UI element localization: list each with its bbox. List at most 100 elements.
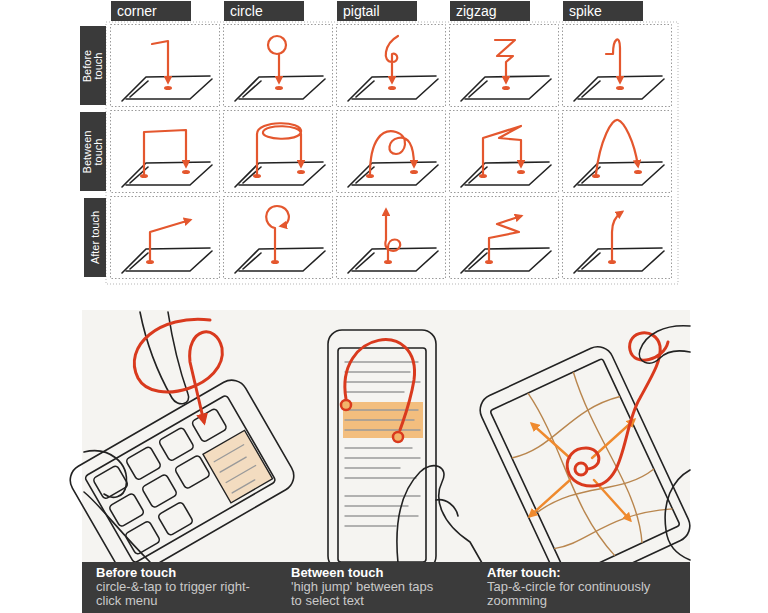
caption-text: 'high jump' between taps to select text [291, 580, 441, 608]
phone-sketch [64, 374, 299, 581]
gesture-cell [370, 131, 414, 174]
gesture-cell [385, 210, 400, 260]
caption-block: Between touch'high jump' between taps to… [291, 566, 441, 608]
header-text: zigzag [456, 1, 496, 21]
row-header: After touch [84, 198, 106, 277]
phone-sketch [64, 374, 299, 581]
gesture-cell [268, 36, 286, 54]
header-text: spike [569, 1, 602, 21]
gesture-cell [634, 170, 642, 174]
gesture-cell [150, 220, 190, 260]
hand-sketch [639, 326, 690, 363]
column-header: spike [563, 1, 643, 21]
gesture-cell [563, 111, 672, 193]
gesture-cell [450, 25, 559, 107]
gesture-cell [224, 111, 333, 193]
phone-sketch [191, 408, 227, 443]
gesture-cell [224, 197, 333, 279]
gesture-cell [450, 197, 559, 279]
hand-sketch [665, 470, 690, 560]
illustration-panel [82, 310, 690, 563]
phone-sketch [220, 457, 246, 472]
gesture-stroke [134, 319, 222, 422]
gesture-cell [122, 248, 212, 273]
gesture-cell [450, 197, 559, 279]
caption-text: circle-&-tap to trigger right-click menu [96, 580, 274, 608]
gesture-cell [606, 39, 620, 82]
phone-sketch [232, 480, 255, 493]
column-header: zigzag [450, 1, 530, 21]
gesture-cell [563, 197, 672, 279]
gesture-stroke [345, 340, 415, 430]
phone-sketch [528, 389, 615, 560]
gesture-cell [502, 86, 510, 90]
gesture-cell [450, 111, 559, 193]
gesture-cell [235, 248, 325, 273]
gesture-cell [164, 86, 172, 90]
gesture-cell [337, 25, 446, 107]
gesture-cell [386, 36, 398, 82]
phone-sketch [345, 361, 418, 362]
gesture-cell [144, 130, 186, 174]
caption-block: After touch:Tap-&-circle for continuousl… [487, 566, 657, 608]
gesture-cell [563, 111, 672, 193]
gesture-cell [612, 212, 622, 260]
gesture-cell [122, 162, 212, 187]
caption-heading: Before touch [96, 566, 274, 580]
phone-sketch [343, 402, 423, 438]
gesture-cell [224, 111, 333, 193]
gesture-cell [152, 41, 168, 82]
row-header: Between touch [80, 112, 106, 191]
header-text: Before touch [82, 38, 104, 94]
gesture-cell [574, 162, 664, 187]
gesture-cell [257, 123, 301, 174]
gesture-cell [111, 197, 220, 279]
gesture-stroke [575, 463, 587, 475]
gesture-cell [410, 170, 418, 174]
gesture-cell [450, 25, 559, 107]
gesture-cell [111, 111, 220, 193]
gesture-cell [450, 111, 559, 193]
gesture-cell [337, 197, 446, 279]
gesture-cell [596, 120, 638, 174]
row-header: Before touch [80, 26, 106, 105]
phone-sketch [345, 495, 420, 496]
gesture-cell [574, 248, 664, 273]
phone-sketch [345, 429, 420, 430]
phone-sketch [345, 371, 410, 372]
caption-heading: After touch: [487, 566, 657, 580]
zoom-arrows [530, 420, 634, 520]
phone-sketch [345, 525, 396, 526]
zoom-arrows [532, 424, 570, 458]
gesture-cell [337, 111, 446, 193]
phone-sketch [174, 455, 210, 490]
header-text: pigtail [343, 1, 380, 21]
gesture-cell [461, 162, 551, 187]
gesture-cell [337, 25, 446, 107]
column-header: pigtail [337, 1, 417, 21]
gesture-cell [616, 86, 624, 90]
caption-text: Tap-&-circle for continuously zoomming [487, 580, 657, 608]
gesture-stroke [134, 319, 222, 422]
phone-sketch [345, 505, 408, 506]
phone-sketch [141, 474, 177, 509]
gesture-cell [388, 86, 396, 90]
column-header: corner [111, 1, 191, 21]
gesture-stroke [341, 340, 415, 442]
gesture-cell [111, 197, 220, 279]
caption-block: Before touchcircle-&-tap to trigger righ… [96, 566, 274, 608]
hand-sketch [436, 500, 458, 516]
header-text: circle [230, 1, 263, 21]
hand-sketch [84, 451, 126, 498]
phone-sketch [157, 501, 193, 536]
phone-sketch [475, 342, 695, 595]
phone-sketch [328, 330, 436, 570]
hand-sketch [639, 326, 690, 560]
gesture-cell [235, 162, 325, 187]
gesture-cell [348, 162, 438, 187]
gesture-cell [563, 197, 672, 279]
hand-sketch [84, 492, 150, 562]
gesture-cell [563, 25, 672, 107]
